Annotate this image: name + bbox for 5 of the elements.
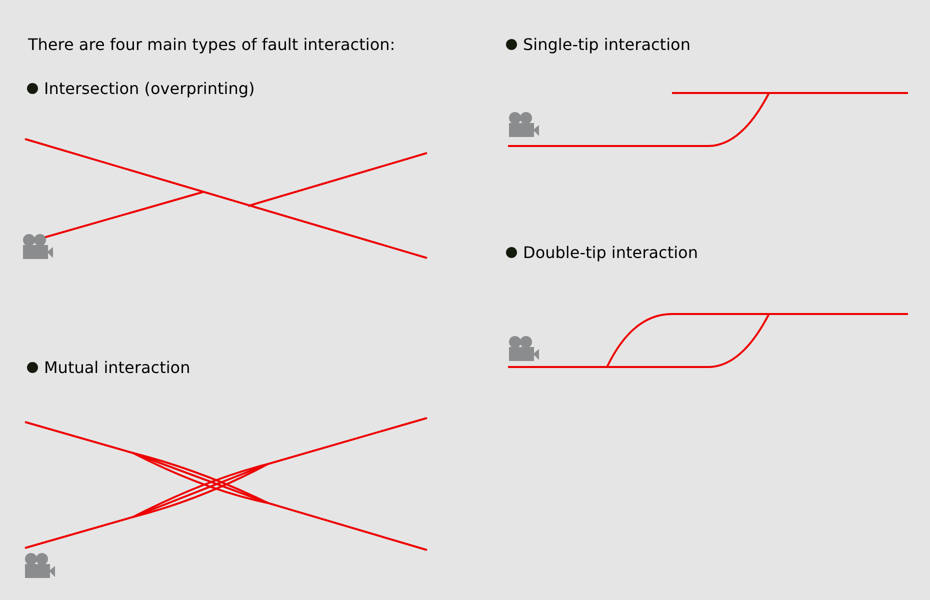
section-label: Intersection (overprinting) <box>44 79 255 98</box>
section-label: Double-tip interaction <box>523 243 698 262</box>
section-label: Mutual interaction <box>44 358 190 377</box>
section-label: Single-tip interaction <box>523 35 690 54</box>
heading: There are four main types of fault interaction: <box>28 35 396 54</box>
